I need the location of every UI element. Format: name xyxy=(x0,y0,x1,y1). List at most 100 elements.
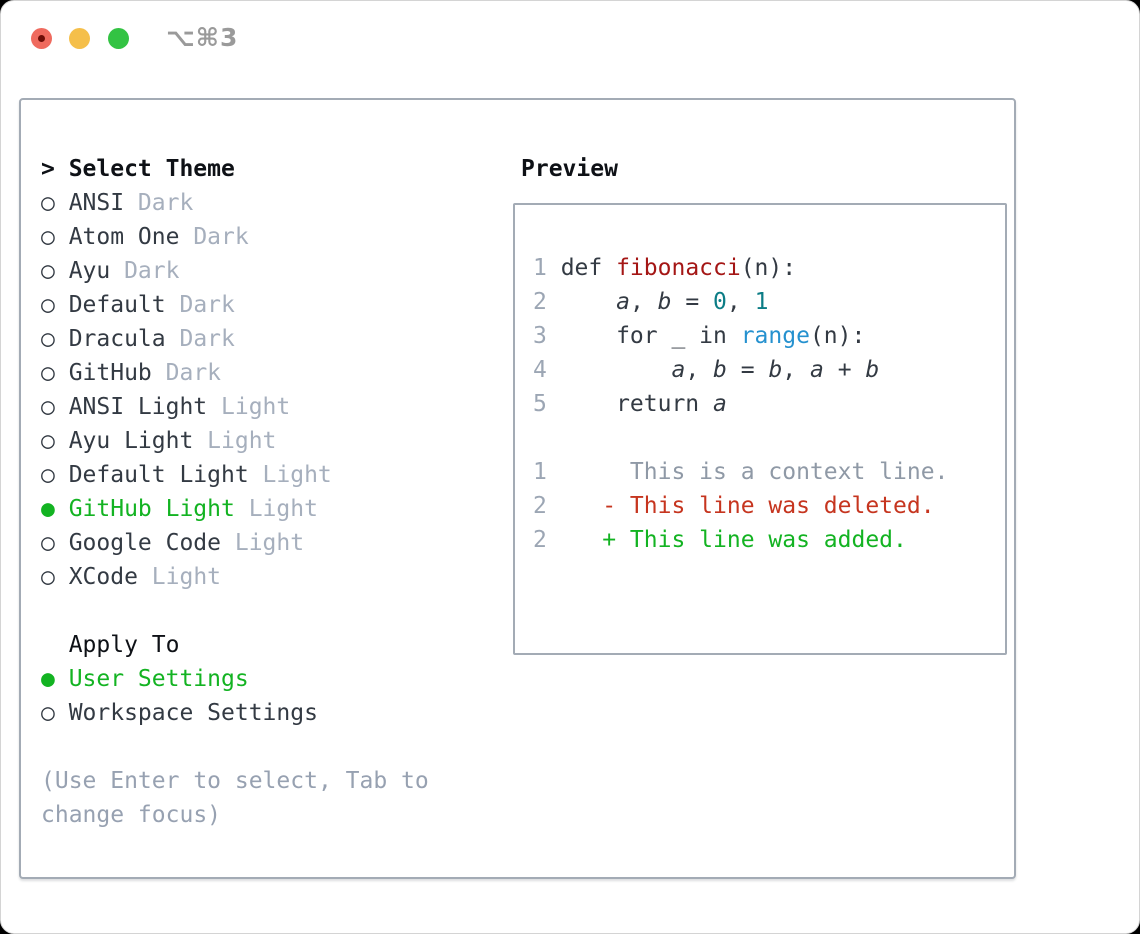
theme-name: XCode xyxy=(68,564,138,590)
theme-name: ANSI Light xyxy=(68,394,208,420)
theme-name: ANSI xyxy=(68,190,125,216)
radio-bullet-icon: ○ xyxy=(41,428,55,454)
theme-variant-label: Light xyxy=(234,530,305,556)
theme-list-item[interactable]: ○ ANSI Light Light xyxy=(41,390,443,424)
code-token: return xyxy=(560,391,714,417)
preview-box: 1 def fibonacci (n): 2 a, b = 0, 1 3 for _… xyxy=(513,203,1007,655)
apply-option[interactable]: ○Workspace Settings xyxy=(41,696,443,730)
diff-line: 2 + This line was added. xyxy=(533,523,1005,557)
line-number: 3 xyxy=(533,323,547,349)
preview-section: Preview 1 def fibonacci (n): 2 a, b = 0, 1… xyxy=(503,152,1007,655)
code-token: for _ in xyxy=(560,323,741,349)
code-token: range xyxy=(740,323,810,349)
theme-list-item[interactable]: ○ Atom One Dark xyxy=(41,220,443,254)
code-token: = xyxy=(671,289,714,315)
select-theme-header: >Select Theme xyxy=(41,152,443,186)
code-token: a xyxy=(713,391,727,417)
radio-bullet-icon: ○ xyxy=(41,360,55,386)
code-token xyxy=(561,357,672,383)
code-token: fibonacci xyxy=(616,255,741,281)
code-sample: 1 def fibonacci (n): 2 a, b = 0, 1 3 for _… xyxy=(533,251,1005,421)
code-line: 5 return a xyxy=(533,387,1005,421)
code-token: a xyxy=(616,289,630,315)
code-token: (n): xyxy=(809,323,866,349)
diff-sample: 1 This is a context line. 2 - This line … xyxy=(533,455,1005,557)
line-number: 1 xyxy=(533,255,547,281)
line-number: 5 xyxy=(533,391,547,417)
radio-bullet-icon: ○ xyxy=(41,462,55,488)
theme-list-item[interactable]: ○ GitHub Dark xyxy=(41,356,443,390)
theme-list-item[interactable]: ○ Default Light Light xyxy=(41,458,443,492)
code-token: b xyxy=(865,357,880,383)
section-gap xyxy=(41,594,443,628)
theme-variant-label: Light xyxy=(207,428,277,454)
theme-variant-label: Light xyxy=(248,496,318,522)
preview-gap xyxy=(533,421,1005,455)
theme-name: GitHub xyxy=(68,360,152,386)
apply-option[interactable]: ●User Settings xyxy=(41,662,443,696)
theme-variant-label: Dark xyxy=(124,258,180,284)
radio-bullet-icon: ○ xyxy=(41,258,55,284)
select-theme-title: Select Theme xyxy=(68,156,235,182)
theme-list-item[interactable]: ○ Ayu Dark xyxy=(41,254,443,288)
theme-variant-label: Dark xyxy=(193,224,249,250)
zoom-button[interactable] xyxy=(108,28,129,49)
theme-list-item[interactable]: ○ Google Code Light xyxy=(41,526,443,560)
code-line: 2 a, b = 0, 1 xyxy=(533,285,1005,319)
code-token: 1 xyxy=(754,289,769,315)
section-gap xyxy=(41,730,443,764)
radio-bullet-icon: ○ xyxy=(41,292,55,318)
theme-name: Default Light xyxy=(68,462,249,488)
radio-bullet-icon: ○ xyxy=(41,326,55,352)
theme-variant-label: Dark xyxy=(137,190,194,216)
radio-bullet-icon: ○ xyxy=(41,530,55,556)
code-text: for _ in range(n): xyxy=(560,323,866,349)
code-token: def xyxy=(560,255,617,281)
theme-variant-label: Light xyxy=(221,394,291,420)
diff-text: - This line was deleted. xyxy=(560,493,935,519)
theme-name: Atom One xyxy=(68,224,180,250)
theme-variant-label: Dark xyxy=(165,360,222,386)
code-text: return a xyxy=(561,391,727,417)
code-token: , xyxy=(726,289,755,315)
code-line: 3 for _ in range(n): xyxy=(533,319,1005,353)
radio-bullet-icon: ● xyxy=(41,666,55,692)
radio-bullet-icon: ○ xyxy=(41,700,55,726)
radio-bullet-icon: ○ xyxy=(41,394,55,420)
theme-name: Dracula xyxy=(68,326,166,352)
radio-bullet-icon: ● xyxy=(41,496,55,522)
theme-variant-label: Light xyxy=(151,564,222,590)
code-text: a, b = 0, 1 xyxy=(561,289,769,315)
diff-line: 2 - This line was deleted. xyxy=(533,489,1005,523)
theme-name: Ayu xyxy=(68,258,111,284)
hint-text: (Use Enter to select, Tab to change focu… xyxy=(41,768,429,828)
apply-to-header: Apply To xyxy=(41,628,443,662)
code-token: a xyxy=(671,357,686,383)
code-token: b xyxy=(768,357,783,383)
window-title: ⌥⌘3 xyxy=(166,23,239,52)
code-token: b xyxy=(713,357,727,383)
theme-name: GitHub Light xyxy=(68,496,235,522)
code-token: , xyxy=(685,357,714,383)
close-dot-icon xyxy=(38,35,45,42)
code-token: a xyxy=(810,357,824,383)
preview-title: Preview xyxy=(521,156,618,182)
radio-bullet-icon: ○ xyxy=(41,224,55,250)
theme-name: Google Code xyxy=(68,530,222,556)
minimize-button[interactable] xyxy=(69,28,90,49)
code-line: 4 a, b = b, a + b xyxy=(533,353,1005,387)
code-token: , xyxy=(629,289,658,315)
theme-variant-label: Light xyxy=(262,462,332,488)
theme-list-item[interactable]: ● GitHub Light Light xyxy=(41,492,443,526)
close-button[interactable] xyxy=(31,28,52,49)
